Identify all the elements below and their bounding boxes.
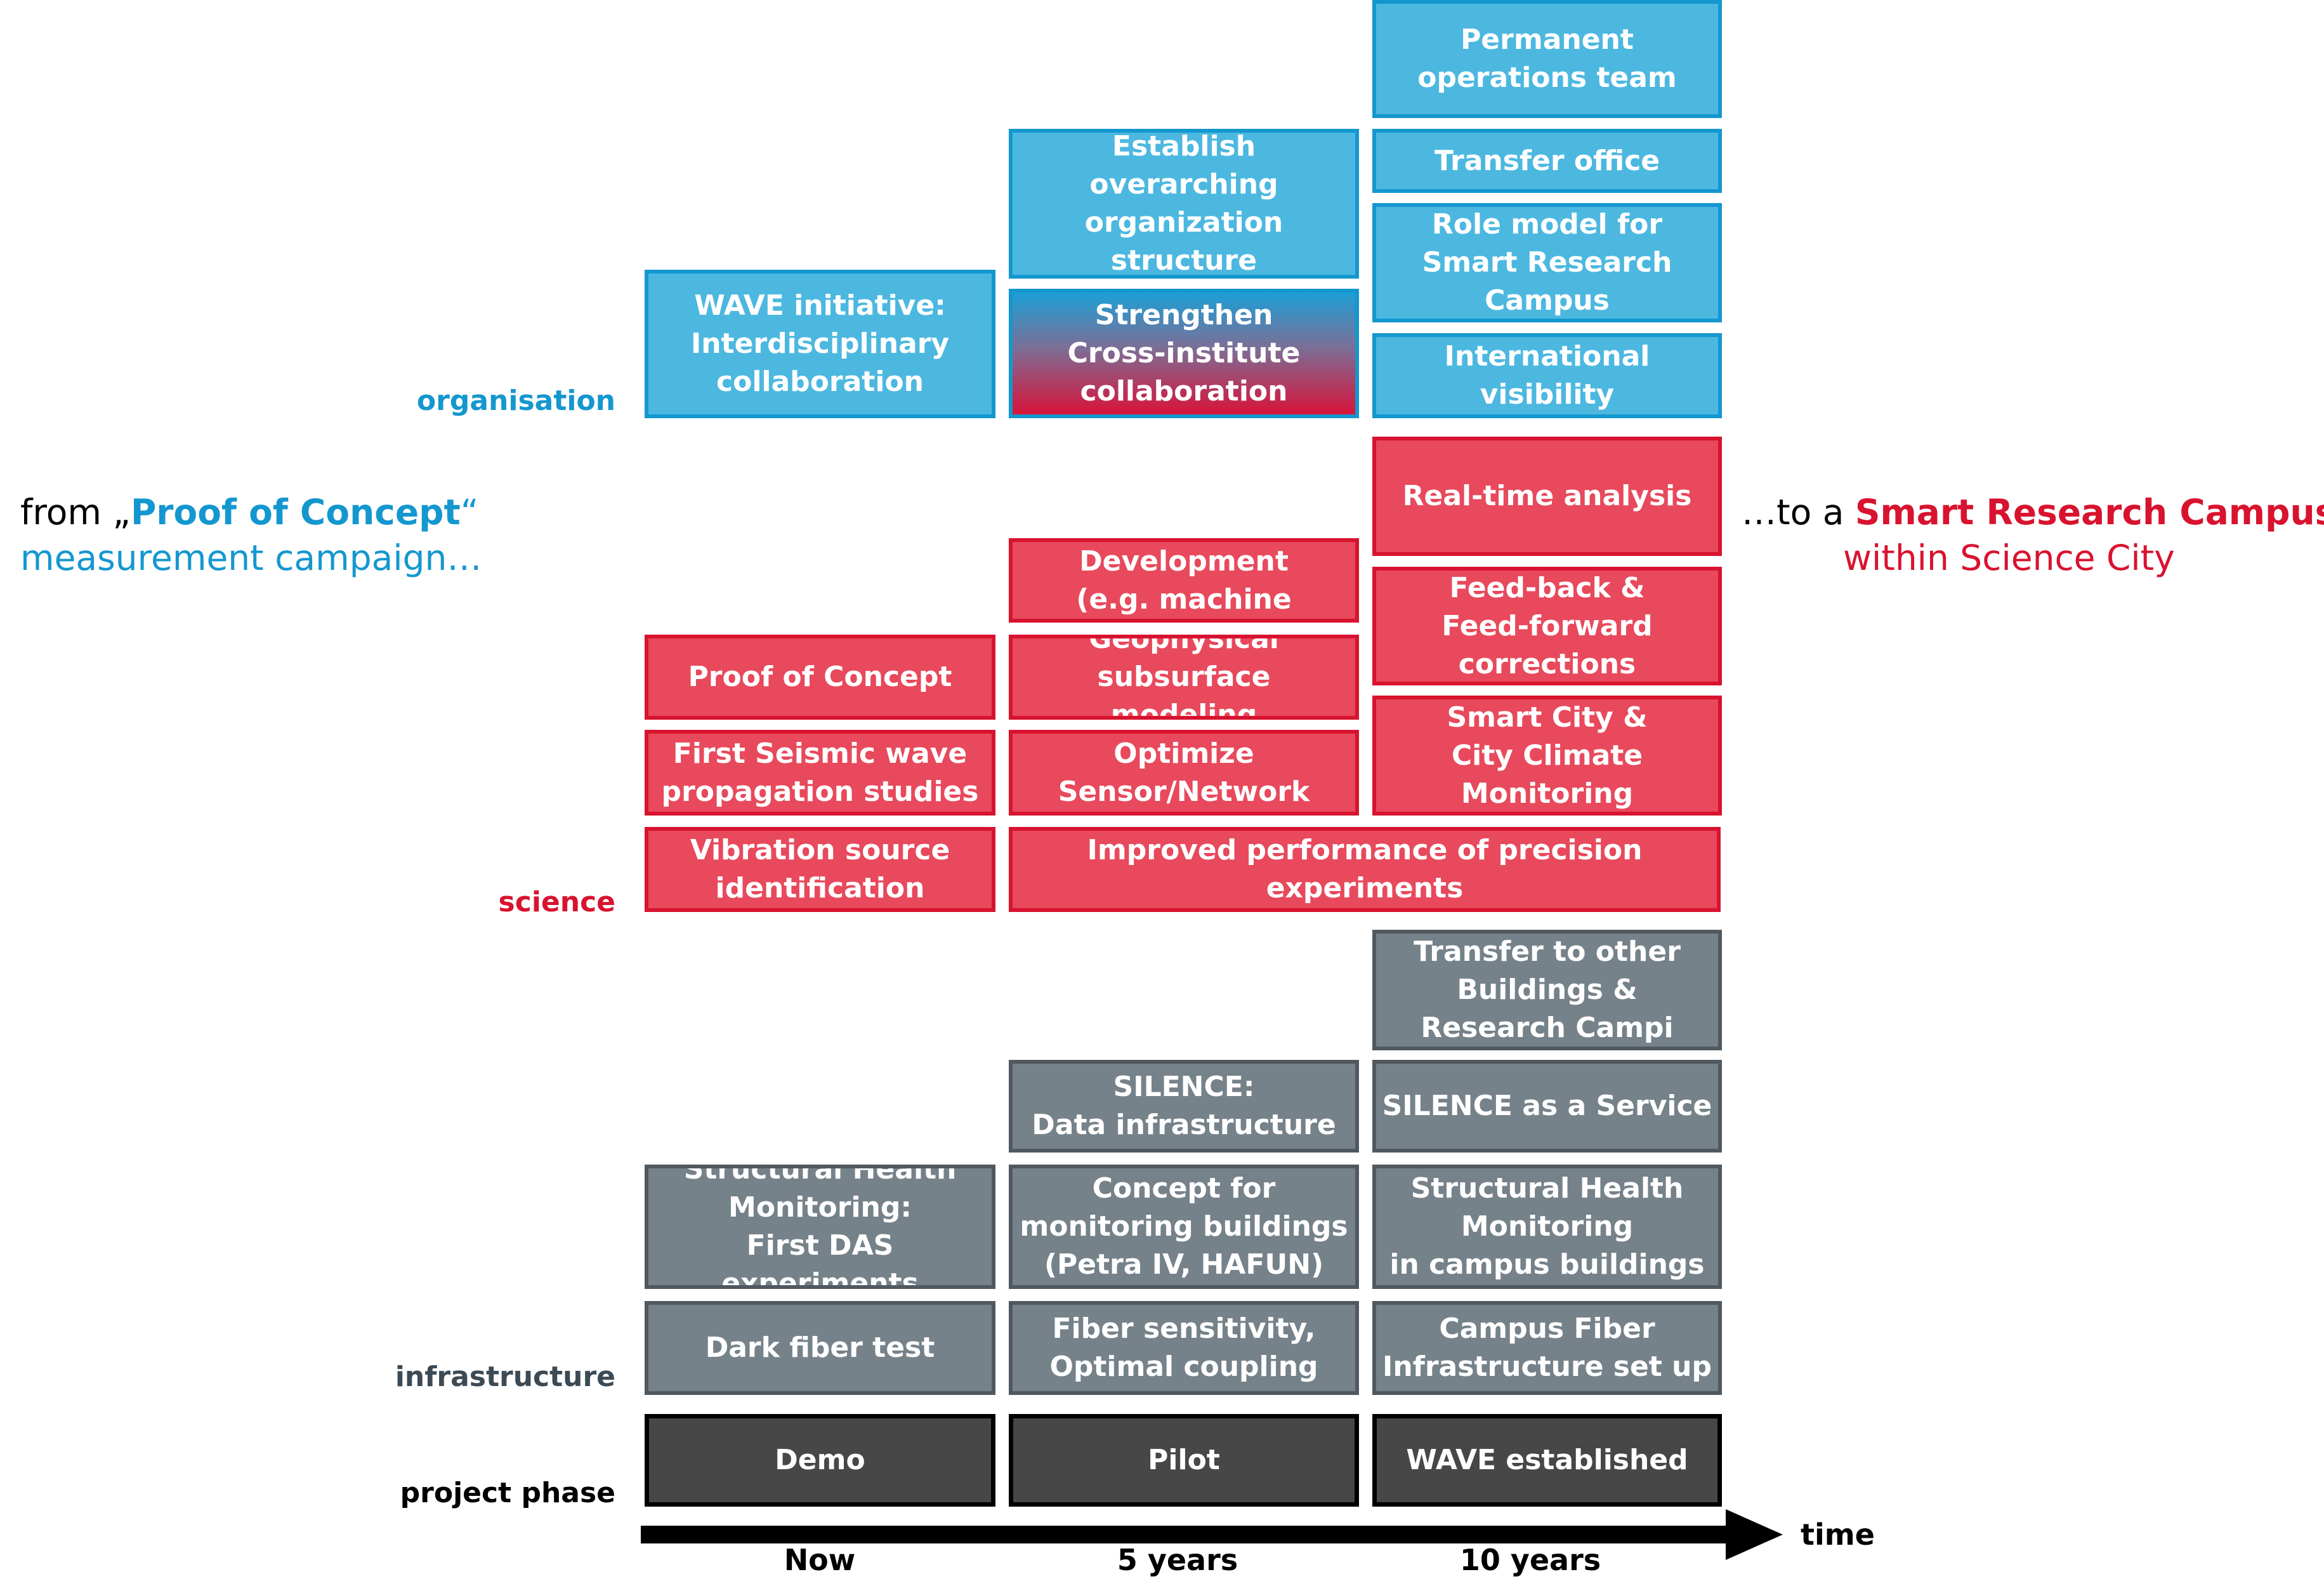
box-silence-data-infrastructure: SILENCE: Data infrastructure xyxy=(1009,1060,1359,1153)
tick-5-years: 5 years xyxy=(1117,1543,1238,1577)
time-axis-line xyxy=(641,1526,1732,1543)
phase-demo: Demo xyxy=(645,1414,995,1507)
box-transfer-buildings: Transfer to other Buildings & Research C… xyxy=(1372,930,1722,1050)
box-seismic-wave-studies: First Seismic wave propagation studies xyxy=(645,730,995,816)
phase-pilot: Pilot xyxy=(1009,1414,1359,1507)
row-label-science: science xyxy=(498,886,615,918)
box-transfer-office: Transfer office xyxy=(1372,129,1722,193)
right-side-caption: …to a Smart Research Campus xyxy=(1742,490,2324,534)
box-feedback-corrections: Feed-back & Feed-forward corrections xyxy=(1372,567,1722,685)
phase-wave-established: WAVE established xyxy=(1372,1414,1722,1507)
box-real-time-analysis: Real-time analysis xyxy=(1372,437,1722,556)
box-optimize-sensor-network: Optimize Sensor/Network xyxy=(1009,730,1359,816)
box-permanent-operations-team: Permanent operations team xyxy=(1372,0,1722,118)
time-axis-arrow xyxy=(641,1509,1783,1560)
box-concept-monitoring-buildings: Concept for monitoring buildings (Petra … xyxy=(1009,1165,1359,1289)
row-label-organisation: organisation xyxy=(416,385,615,417)
time-axis-label: time xyxy=(1801,1517,1875,1552)
box-fiber-sensitivity: Fiber sensitivity, Optimal coupling xyxy=(1009,1301,1359,1395)
right-side-caption-line2: within Science City xyxy=(1843,538,2175,578)
row-label-infrastructure: infrastructure xyxy=(395,1361,615,1393)
box-shm-first-das: Structural Health Monitoring: First DAS … xyxy=(645,1165,995,1289)
box-smart-city-monitoring: Smart City & City Climate Monitoring xyxy=(1372,696,1722,816)
box-strengthen-collaboration: Strengthen Cross-institute collaboration xyxy=(1009,289,1359,418)
box-establish-organization-structure: Establish overarching organization struc… xyxy=(1009,129,1359,279)
box-vibration-source: Vibration source identification xyxy=(645,827,995,912)
box-method-development: Method Development (e.g. machine learnin… xyxy=(1009,538,1359,623)
box-international-visibility: International visibility xyxy=(1372,333,1722,418)
box-dark-fiber-test: Dark fiber test xyxy=(645,1301,995,1395)
left-side-caption: from „Proof of Concept“ xyxy=(20,490,478,534)
box-improved-performance: Improved performance of precision experi… xyxy=(1009,827,1721,912)
left-caption-suffix: “ xyxy=(460,492,479,532)
box-role-model: Role model for Smart Research Campus xyxy=(1372,203,1722,322)
row-label-project-phase: project phase xyxy=(400,1477,615,1509)
box-campus-fiber-setup: Campus Fiber Infrastructure set up xyxy=(1372,1301,1722,1395)
time-axis-arrowhead xyxy=(1726,1509,1783,1560)
right-caption-prefix: …to a xyxy=(1742,492,1855,532)
box-proof-of-concept: Proof of Concept xyxy=(645,635,995,720)
tick-10-years: 10 years xyxy=(1459,1543,1601,1577)
tick-now: Now xyxy=(784,1543,856,1577)
box-shm-campus-buildings: Structural Health Monitoring in campus b… xyxy=(1372,1165,1722,1289)
box-geophysical-modeling: Geophysical subsurface modeling xyxy=(1009,635,1359,720)
box-wave-initiative: WAVE initiative: Interdisciplinary colla… xyxy=(645,270,995,418)
left-caption-highlight: Proof of Concept xyxy=(130,492,461,532)
left-caption-prefix: from „ xyxy=(20,492,131,532)
left-side-caption-line2: measurement campaign… xyxy=(20,538,482,578)
right-caption-highlight: Smart Research Campus xyxy=(1855,492,2324,532)
box-silence-as-a-service: SILENCE as a Service xyxy=(1372,1060,1722,1153)
